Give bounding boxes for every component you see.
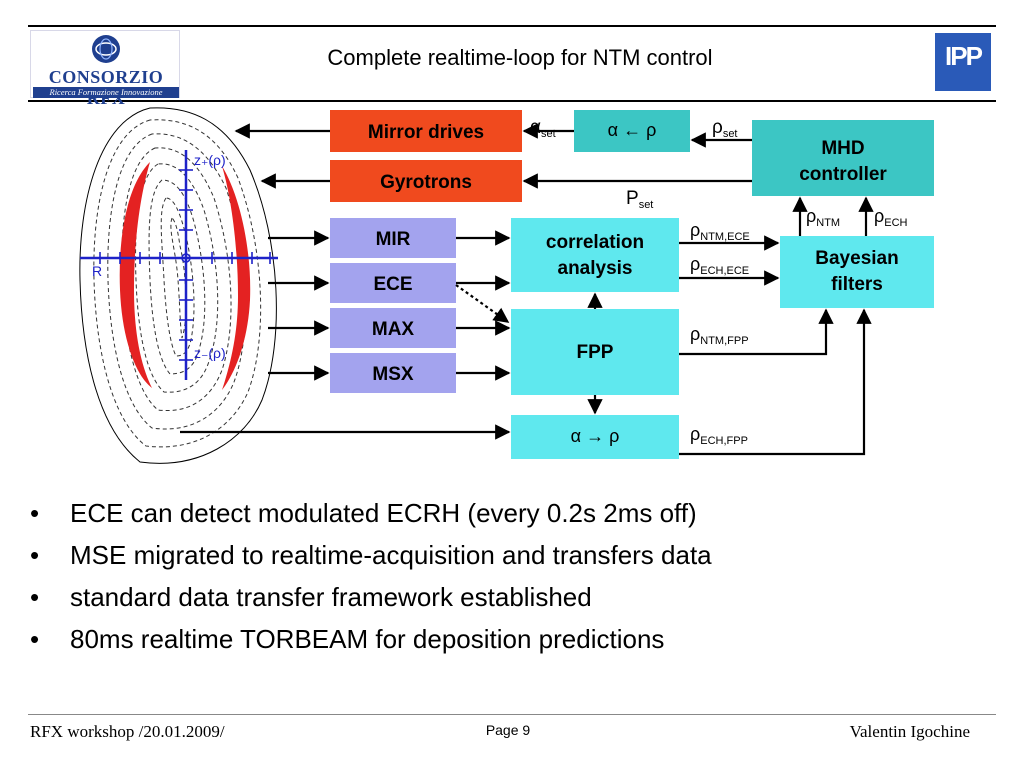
rfx-logo-tagline: Ricerca Formazione Innovazione — [33, 87, 179, 98]
msx-box — [330, 353, 456, 393]
bayesian-label-1: Bayesian — [815, 248, 898, 269]
mhd-controller-label-2: controller — [799, 164, 887, 185]
bullet-list: •ECE can detect modulated ECRH (every 0.… — [30, 492, 712, 660]
page-number: Page 9 — [485, 722, 531, 738]
bullet-item: •MSE migrated to realtime-acquisition an… — [30, 540, 712, 570]
mhd-controller-box — [752, 120, 934, 196]
rfx-emblem-icon — [92, 35, 120, 63]
alpha-from-rho-label: α ← ρ — [608, 120, 657, 140]
correlation-label-2: analysis — [558, 258, 633, 279]
correlation-label-1: correlation — [546, 232, 644, 253]
bayesian-filters-box — [780, 236, 934, 308]
ipp-logo-text: IPP — [945, 41, 983, 71]
gyrotrons-box — [330, 160, 522, 202]
rho-ech-label: ρECH — [874, 206, 908, 229]
rho-ntm-fpp-label: ρNTM,FPP — [690, 324, 749, 347]
slide-title: Complete realtime-loop for NTM control — [327, 45, 713, 70]
alpha-from-rho-box — [574, 110, 690, 152]
rho-ntm-label: ρNTM — [806, 206, 840, 229]
bayesian-label-2: filters — [831, 274, 883, 295]
ipp-logo: IPP — [935, 33, 991, 91]
alpha-set-label: αset — [530, 117, 556, 140]
bullet-item: •ECE can detect modulated ECRH (every 0.… — [30, 498, 697, 528]
rho-ech-fpp-label: ρECH,FPP — [690, 424, 748, 447]
header-top-rule — [28, 25, 996, 27]
rho-ech-ece-label: ρECH,ECE — [690, 254, 749, 277]
mir-box — [330, 218, 456, 258]
max-box — [330, 308, 456, 348]
ece-box — [330, 263, 456, 303]
plasma-cross-section: z₊(ρ) z₋(ρ) R — [79, 107, 278, 464]
z-minus-label: z₋(ρ) — [194, 345, 226, 361]
msx-label: MSX — [372, 364, 414, 385]
ntm-control-loop-diagram: z₊(ρ) z₋(ρ) R Mirror drives Gyrotrons MI… — [79, 107, 934, 464]
bullet-item: •80ms realtime TORBEAM for deposition pr… — [30, 624, 665, 654]
bullet-item: •standard data transfer framework establ… — [30, 582, 592, 612]
mirror-drives-label: Mirror drives — [368, 122, 484, 143]
alpha-to-rho-label: α → ρ — [571, 426, 620, 446]
header-bottom-rule — [28, 100, 996, 102]
r-axis-label: R — [92, 263, 102, 279]
rho-ntm-ece-label: ρNTM,ECE — [690, 220, 750, 243]
max-label: MAX — [372, 319, 415, 340]
ece-label: ECE — [373, 274, 412, 295]
footer-author: Valentin Igochine — [849, 722, 970, 741]
alpha-to-rho-box — [511, 415, 679, 459]
mir-label: MIR — [376, 229, 411, 250]
footer-rule — [28, 714, 996, 715]
p-set-label: Pset — [626, 188, 653, 211]
diagram-arrows — [180, 123, 874, 456]
gyrotrons-label: Gyrotrons — [380, 172, 472, 193]
rho-set-label: ρset — [712, 117, 738, 140]
fpp-label: FPP — [577, 342, 614, 363]
z-plus-label: z₊(ρ) — [194, 152, 226, 168]
mhd-controller-label-1: MHD — [821, 138, 864, 159]
fpp-box — [511, 309, 679, 395]
footer-event: RFX workshop /20.01.2009/ — [30, 722, 225, 741]
consorzio-rfx-logo: CONSORZIO RFX Ricerca Formazione Innovaz… — [30, 30, 180, 108]
mirror-drives-box — [330, 110, 522, 152]
correlation-analysis-box — [511, 218, 679, 292]
